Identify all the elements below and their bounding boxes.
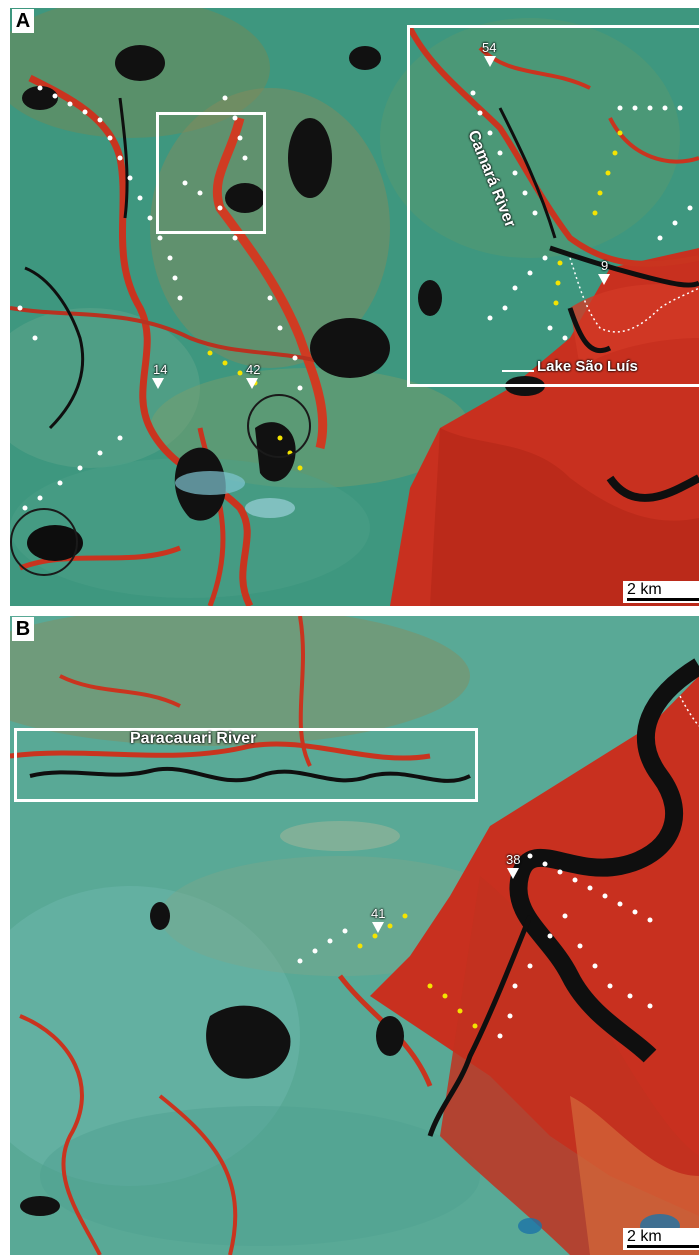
satellite-panel-b: B Paracauari River 41 38 2 km	[10, 616, 699, 1255]
marker-label-9: 9	[601, 258, 609, 273]
scale-bar-a: 2 km	[623, 581, 699, 603]
marker-label-54: 54	[482, 40, 497, 55]
scale-bar-b-label: 2 km	[627, 1228, 662, 1245]
satellite-panel-a: A Camará River Lake São Luís 54 9 14 42 …	[10, 8, 699, 606]
marker-triangle-41	[372, 922, 384, 933]
marker-triangle-54	[484, 56, 496, 67]
marker-label-42: 42	[246, 362, 261, 377]
highlight-circle-a-2	[10, 508, 78, 576]
marker-label-41: 41	[371, 906, 386, 921]
marker-triangle-9	[598, 274, 610, 285]
marker-triangle-42	[246, 378, 258, 389]
inset-box-a-large	[407, 25, 699, 387]
panel-letter-a: A	[12, 9, 34, 33]
scale-bar-b-line	[627, 1245, 699, 1248]
marker-triangle-14	[152, 378, 164, 389]
marker-label-38: 38	[506, 852, 521, 867]
panel-letter-b: B	[12, 617, 34, 641]
lake-sao-luis-label: Lake São Luís	[537, 358, 638, 375]
paracauari-river-label: Paracauari River	[130, 730, 257, 747]
satellite-image-b	[10, 616, 699, 1255]
scale-bar-a-label: 2 km	[627, 581, 662, 598]
marker-label-14: 14	[153, 362, 168, 377]
inset-box-b	[14, 728, 478, 802]
scale-bar-b: 2 km	[623, 1228, 699, 1250]
lake-leader-line	[502, 370, 534, 372]
inset-box-a-small	[156, 112, 266, 234]
highlight-circle-a-1	[247, 394, 311, 458]
satellite-image-a	[10, 8, 699, 606]
scale-bar-a-line	[627, 598, 699, 601]
marker-triangle-38	[507, 868, 519, 879]
